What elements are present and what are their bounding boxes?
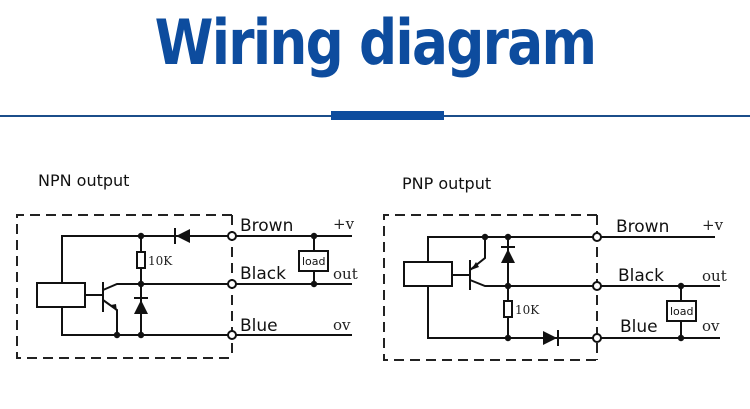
pnp-signal-v: +v <box>702 216 724 234</box>
pnp-diagram: 10K Brown Black Blue +v out ov load <box>383 214 727 361</box>
page-title: Wiring diagram <box>154 6 597 79</box>
pnp-collector-wire <box>469 279 597 287</box>
pnp-wire-blue-label: Blue <box>620 317 658 337</box>
npn-signal-0v: ov <box>333 316 351 334</box>
npn-load-label: load <box>302 255 326 268</box>
npn-resistor <box>136 251 146 269</box>
pnp-wire-black-label: Black <box>618 266 664 286</box>
npn-sensor-boundary <box>16 214 232 359</box>
npn-diode-vertical <box>134 300 148 314</box>
npn-terminal-blue <box>227 330 237 340</box>
npn-collector-wire <box>102 283 232 291</box>
pnp-top-rail <box>427 236 597 262</box>
pnp-load <box>666 300 697 322</box>
npn-bottom-rail <box>61 307 232 336</box>
pnp-wire-brown-label: Brown <box>616 217 669 237</box>
npn-load <box>298 250 329 272</box>
npn-resistor-label: 10K <box>148 254 173 268</box>
pnp-signal-0v: ov <box>702 317 720 335</box>
npn-signal-v: +v <box>333 215 355 233</box>
pnp-terminal-blue <box>592 333 602 343</box>
npn-terminal-black <box>227 279 237 289</box>
pnp-load-label: load <box>670 305 694 318</box>
pnp-resistor <box>503 300 513 318</box>
npn-wire-black-label: Black <box>240 264 286 284</box>
npn-wire-blue-label: Blue <box>240 316 278 336</box>
pnp-relay-block <box>403 261 453 287</box>
npn-diode-series <box>176 229 190 243</box>
pnp-resistor-label: 10K <box>515 303 540 317</box>
pnp-signal-out: out <box>702 267 727 285</box>
title-accent-bar <box>331 111 444 120</box>
npn-signal-out: out <box>333 265 358 283</box>
pnp-title: PNP output <box>402 174 492 193</box>
npn-wire-brown-label: Brown <box>240 216 293 236</box>
pnp-bottom-rail <box>427 286 597 339</box>
pnp-diode-vertical <box>501 249 515 263</box>
npn-emitter-wire <box>102 299 118 335</box>
pnp-terminal-brown <box>592 232 602 242</box>
pnp-sensor-boundary <box>383 214 597 361</box>
npn-top-rail <box>61 235 232 283</box>
npn-relay-block <box>36 282 86 308</box>
pnp-diode-series <box>543 331 557 345</box>
npn-terminal-brown <box>227 231 237 241</box>
npn-diagram: 10K Brown Black Blue +v out ov load <box>16 214 358 359</box>
npn-title: NPN output <box>38 171 130 190</box>
pnp-terminal-black <box>592 281 602 291</box>
